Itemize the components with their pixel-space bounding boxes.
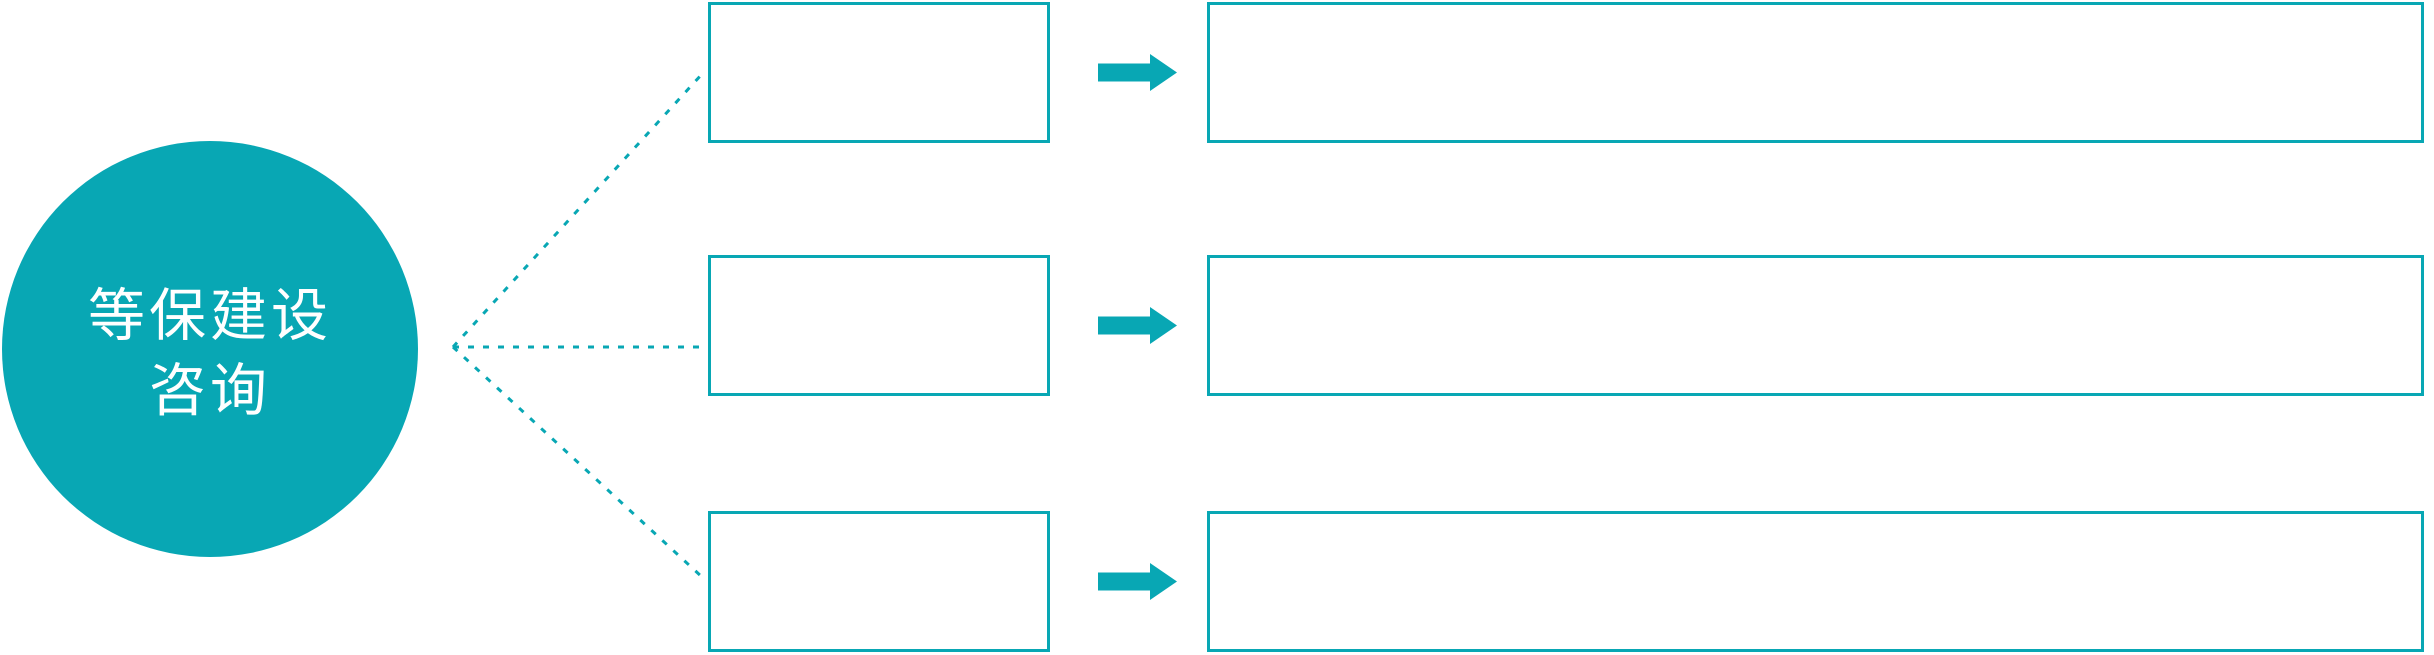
detail-box-3 — [1207, 511, 2424, 652]
branch-row-3 — [708, 511, 2424, 652]
right-arrow-icon — [1098, 54, 1178, 91]
step-box-1 — [708, 2, 1050, 143]
branch-row-2 — [708, 255, 2424, 396]
hub-label-line2: 咨询 — [149, 359, 271, 423]
dotted-connector-top — [451, 72, 704, 349]
branch-row-1 — [708, 2, 2424, 143]
step-box-2 — [708, 255, 1050, 396]
dotted-connector-bottom — [451, 345, 704, 579]
detail-box-1 — [1207, 2, 2424, 143]
step-box-3 — [708, 511, 1050, 652]
detail-box-2 — [1207, 255, 2424, 396]
hub-label-line1: 等保建设 — [88, 284, 332, 348]
hub-circle: 等保建设 咨询 — [2, 141, 418, 557]
right-arrow-icon — [1098, 563, 1178, 600]
right-arrow-icon — [1098, 307, 1178, 344]
